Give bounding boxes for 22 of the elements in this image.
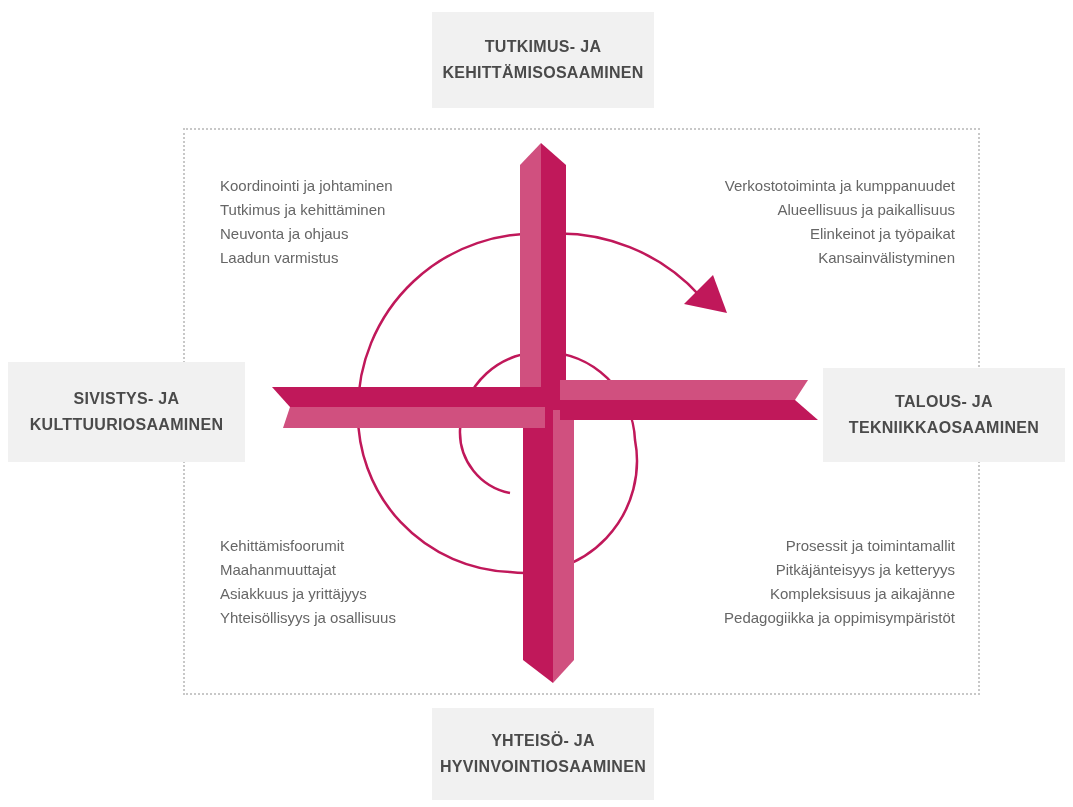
category-box [823,368,1065,462]
competence-item: Kompleksisuus ja aikajänne [769,584,955,604]
competence-item: Yhteisöllisyys ja osallisuus [220,608,396,628]
competence-item: Elinkeinot ja työpaikat [809,224,955,244]
competence-item: Laadun varmistus [220,248,339,268]
competence-item: Maahanmuuttajat [220,560,336,580]
competence-item: Pedagogiikka ja oppimisympäristöt [724,608,955,628]
competence-item: Pitkäjänteisyys ja ketteryys [775,560,955,580]
competence-item: Asiakkuus ja yrittäjyys [220,584,367,604]
competence-item: Prosessit ja toimintamallit [785,536,955,556]
competence-item: Neuvonta ja ohjaus [220,224,349,244]
category-heading: YHTEISÖ- JA HYVINVOINTIOSAAMINEN [440,730,646,777]
category-heading: TUTKIMUS- JA KEHITTÄMISOSAAMINEN [442,37,644,83]
competence-item: Verkostotoiminta ja kumppanuudet [724,176,955,196]
competence-item: Kansainvälistyminen [818,248,955,268]
category-heading: TALOUS- JA TEKNIIKKAOSAAMINEN [847,392,1041,438]
competence-item: Tutkimus ja kehittäminen [220,200,386,220]
competence-item: Koordinointi ja johtaminen [220,176,393,196]
category-heading: SIVISTYS- JA KULTTUURIOSAAMINEN [28,389,225,435]
category-box [8,362,245,462]
competence-item: Kehittämisfoorumit [220,536,345,556]
competence-item: Alueellisuus ja paikallisuus [777,200,955,220]
